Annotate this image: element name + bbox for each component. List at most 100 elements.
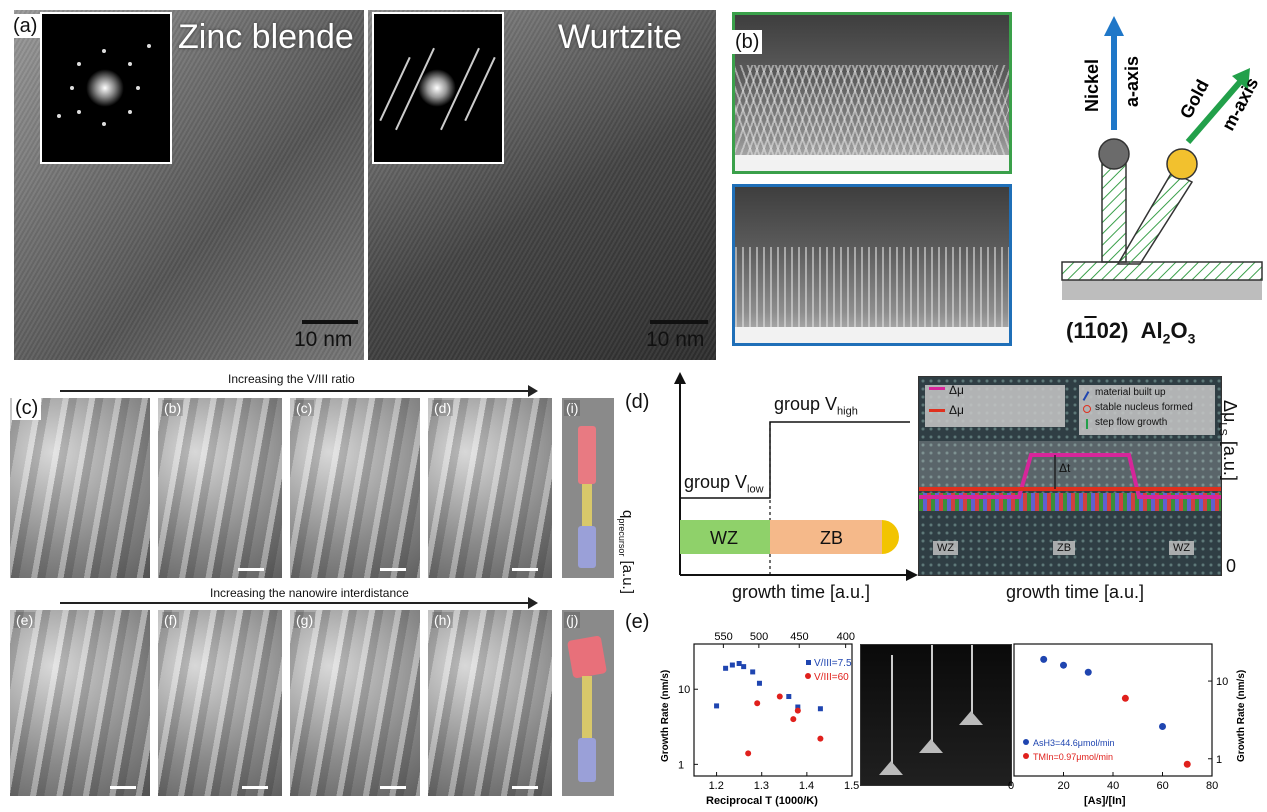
right-ylabel: ΔμLS [a.u.] [1216,400,1240,481]
data-point-2-0-0 [1040,655,1048,663]
data-point-0-5 [750,669,756,675]
legend-marker-2-0 [1023,739,1029,745]
data-point-1-4 [794,707,801,714]
sem-c-d: (d) [428,398,552,578]
data-point-1-5 [817,735,824,742]
arrow-top-label: Increasing the V/III ratio [228,372,355,386]
x-axis-label-2: [As]/[In] [1084,795,1126,807]
legend-marker-2-1 [1023,753,1029,759]
precursor-schematic [674,372,918,581]
x-tick-label-2: 80 [1206,780,1218,792]
energy-map: Δμ Δμ material built up stable nucleus f… [918,376,1222,576]
legend-label-0: V/III=7.5 [814,658,852,669]
data-point-0-6 [756,680,762,686]
panel-c: Increasing the V/III ratio Increasing th… [10,370,622,810]
sem-c-i: (i) [562,398,614,578]
y-tick-label: 10 [678,684,690,696]
legend-nucleus: stable nucleus formed [1095,402,1193,413]
a-axis-label: a-axis [1122,56,1142,107]
y-label-left: qprecursor [a.u.] [617,510,636,594]
data-point-0-8 [795,704,801,710]
fft-inset-zinc-blende [40,12,172,164]
sem-bottom-image [732,184,1012,346]
scale-bar-left [302,320,358,324]
panel-d: (d) WZ ZB group Vhigh group Vlow qprecur… [617,370,1267,610]
data-point-1-2 [776,693,783,700]
sem-c-g: (g) [290,610,420,796]
sem-c-c: (c) [290,398,420,578]
growth-direction-diagram: Nickel a-axis Gold m-axis [1061,16,1263,300]
x-axis-label: Reciprocal T (1000/K) [706,795,818,807]
nickel-label: Nickel [1082,59,1102,112]
legend-step: step flow growth [1095,417,1168,428]
plot-frame [693,643,853,777]
mu-wz-label: Δμ [949,383,964,397]
arrow-bottom-label: Increasing the nanowire interdistance [210,586,409,600]
mu-zb-label: Δμ [949,403,964,417]
legend-label-2-1: TMIn=0.97μmol/min [1033,752,1113,762]
data-point-0-3 [736,661,742,667]
panel-b: (b) Nickel a-axis Gold m-axis (1102) Al2… [726,12,1266,352]
y-axis-label: Growth Rate (nm/s) [660,670,671,762]
arrow-bottom [60,602,530,604]
panel-a-label: (a) [10,14,41,38]
substrate-label: (1102) Al2O3 [1066,318,1196,347]
sem-c-e: (e) [10,610,150,796]
x-label-left: growth time [a.u.] [732,582,871,602]
fft-inset-wurtzite [372,12,504,164]
sem-c-h: (h) [428,610,552,796]
nickel-ball [1098,138,1130,170]
data-point-0-1 [723,665,729,671]
x-tick-label: 1.2 [709,780,724,792]
y-tick-label-2: 10 [1216,676,1228,688]
map-zb: ZB [1053,541,1076,555]
wz-label: WZ [710,528,738,548]
group-v-high-label: group Vhigh [774,394,858,418]
sem-top-image [732,12,1012,174]
y-axis-label-2: Growth Rate (nm/s) [1236,670,1247,762]
x-tick-label-2: 60 [1157,780,1169,792]
panel-a: (a) Zinc blende Wurtzite 10 nm 10 nm [10,10,716,360]
sem-e-image [860,644,1012,786]
gold-ball [1166,148,1198,180]
wz-segment [680,520,770,554]
x-tick-label: 1.5 [844,780,859,792]
group-v-low-label: group Vlow [684,472,764,496]
data-point-2-1-0 [1121,694,1129,702]
delta-t-label: Δt [1059,461,1071,475]
top-tick-label: 500 [750,631,768,643]
zb-segment [770,520,882,554]
panel-c-label: (c) [12,396,42,420]
map-wz-1: WZ [933,541,959,555]
data-point-1-1 [754,700,761,707]
scale-label-right: 10 nm [646,328,705,351]
data-point-2-0-1 [1060,661,1067,669]
data-point-0-7 [786,694,792,700]
top-tick-label: 400 [837,631,855,643]
panel-d-label: (d) [622,390,653,414]
x-tick-label-2: 40 [1107,780,1119,792]
scale-bar-right [650,320,708,324]
zinc-blende-title: Zinc blende [178,18,354,56]
zero-label: 0 [1226,556,1237,576]
data-point-1-3 [790,716,797,723]
data-point-2-0-2 [1084,668,1092,676]
sem-c-f: (f) [158,610,282,796]
data-point-0-4 [741,664,747,670]
panel-e-label: (e) [622,610,653,634]
gold-label: Gold [1176,76,1213,122]
data-point-0-2 [729,662,735,668]
wurtzite-title: Wurtzite [558,18,683,56]
x-tick-label: 1.4 [799,780,814,792]
data-point-2-1-1 [1183,760,1191,768]
legend-marker-0 [806,660,811,665]
zb-label: ZB [820,528,844,548]
legend-label-2-0: AsH3=44.6μmol/min [1033,738,1114,748]
arrow-top [60,390,530,392]
sem-c-j: (j) [562,610,614,796]
sem-c-b: (b) [158,398,282,578]
top-tick-label: 450 [790,631,808,643]
